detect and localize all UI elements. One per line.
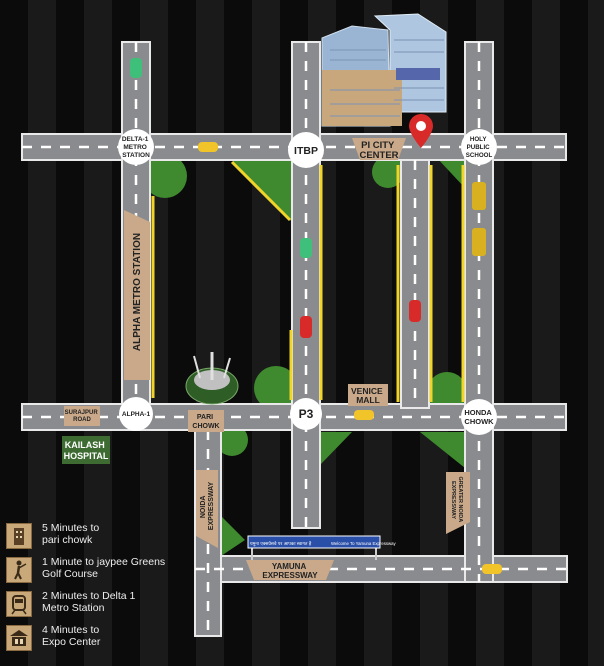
vehicles — [130, 58, 502, 574]
building-icon — [6, 523, 32, 549]
label-itbp: ITBP — [294, 145, 318, 157]
junction-holy-public-school — [461, 129, 497, 165]
junction-itbp — [288, 132, 324, 168]
greater-noida-expressway-plate — [446, 472, 470, 534]
label-honda-chowk: HONDA CHOWK — [464, 408, 494, 426]
label-greater-noida-expressway: GREATER NOIDA EXPRESSWAY — [450, 476, 463, 523]
label-delta1-metro-station: DELTA-1 METRO STATION — [122, 136, 150, 159]
place-labels: PI CITY CENTER ALPHA METRO STATION VENIC… — [62, 138, 470, 580]
car-icon — [130, 58, 142, 78]
pi-city-center-plate — [352, 138, 406, 160]
legend-item: 5 Minutes to pari chowk — [6, 522, 206, 552]
kailash-hospital-plate — [62, 436, 110, 464]
park-holy — [437, 158, 465, 188]
yellow-kerbs — [151, 160, 465, 402]
legend-text: 2 Minutes to Delta 1 Metro Station — [42, 590, 136, 614]
park-noida-exp — [221, 516, 245, 556]
pari-chowk-monument-icon — [185, 352, 239, 405]
park-p3-south — [320, 432, 352, 465]
junction-p3 — [290, 398, 322, 430]
noida-expressway-plate — [196, 470, 218, 548]
yamuna-expressway-plate — [246, 560, 334, 580]
label-noida-expressway: NOIDA EXPRESSWAY — [200, 481, 215, 530]
legend-item: 4 Minutes to Expo Center — [6, 624, 206, 654]
metro-train-icon — [6, 591, 32, 617]
venice-mall-plate — [348, 384, 388, 406]
legend-text: 4 Minutes to Expo Center — [42, 624, 101, 648]
junction-delta1 — [118, 129, 154, 165]
taxi-icon — [354, 410, 374, 420]
taxi-icon — [482, 564, 502, 574]
label-yamuna-expressway: YAMUNA EXPRESSWAY — [262, 562, 318, 580]
legend-text: 5 Minutes to pari chowk — [42, 522, 100, 546]
junction-alpha1 — [119, 397, 153, 431]
bus-icon — [472, 182, 486, 210]
legend-item: 1 Minute to jaypee Greens Golf Course — [6, 556, 206, 586]
label-pari-chowk: PARI CHOWK — [192, 414, 219, 430]
park-pi-city — [372, 156, 404, 188]
label-p3: P3 — [299, 407, 314, 421]
park-honda-south — [420, 432, 465, 468]
label-venice-mall: VENICE MALL — [351, 386, 385, 405]
bus-icon — [472, 228, 486, 256]
label-holy-public-school: HOLY PUBLIC SCHOOL — [466, 136, 493, 159]
park-honda — [427, 372, 467, 412]
expo-center-icon — [6, 625, 32, 651]
sign-english-text: Welcome To Yamuna Expressway — [331, 541, 396, 546]
junction-honda-chowk — [461, 399, 497, 435]
legend-item: 2 Minutes to Delta 1 Metro Station — [6, 590, 206, 620]
sign-hindi-text: यमुना एक्सप्रेसवे पर आपका स्वागत है — [250, 540, 312, 547]
car-icon — [409, 300, 421, 322]
junction-markers: DELTA-1 METRO STATION ITBP HOLY PUBLIC S… — [118, 129, 497, 435]
car-icon — [300, 238, 312, 258]
label-alpha-metro-station: ALPHA METRO STATION — [132, 233, 143, 351]
welcome-sign: यमुना एक्सप्रेसवे पर आपका स्वागत है Welc… — [247, 535, 396, 560]
label-kailash-hospital: KAILASH HOSPITAL — [64, 440, 109, 461]
surajpur-road-plate — [64, 406, 100, 426]
label-surajpur-road: SURAJPUR ROAD — [65, 410, 100, 423]
alpha-metro-station-plate — [124, 210, 150, 380]
park-delta1 — [143, 154, 187, 198]
legend-text: 1 Minute to jaypee Greens Golf Course — [42, 556, 166, 580]
pari-chowk-plate — [188, 410, 224, 432]
car-icon — [300, 316, 312, 338]
road-itbp-vertical — [291, 41, 321, 529]
label-pi-city-center: PI CITY CENTER — [359, 140, 398, 161]
park-p3 — [254, 366, 298, 410]
taxi-icon — [198, 142, 218, 152]
location-pin-icon — [409, 114, 433, 148]
golfer-icon — [6, 557, 32, 583]
pi-city-center-building — [321, 13, 447, 127]
label-alpha1: ALPHA-1 — [122, 411, 151, 418]
